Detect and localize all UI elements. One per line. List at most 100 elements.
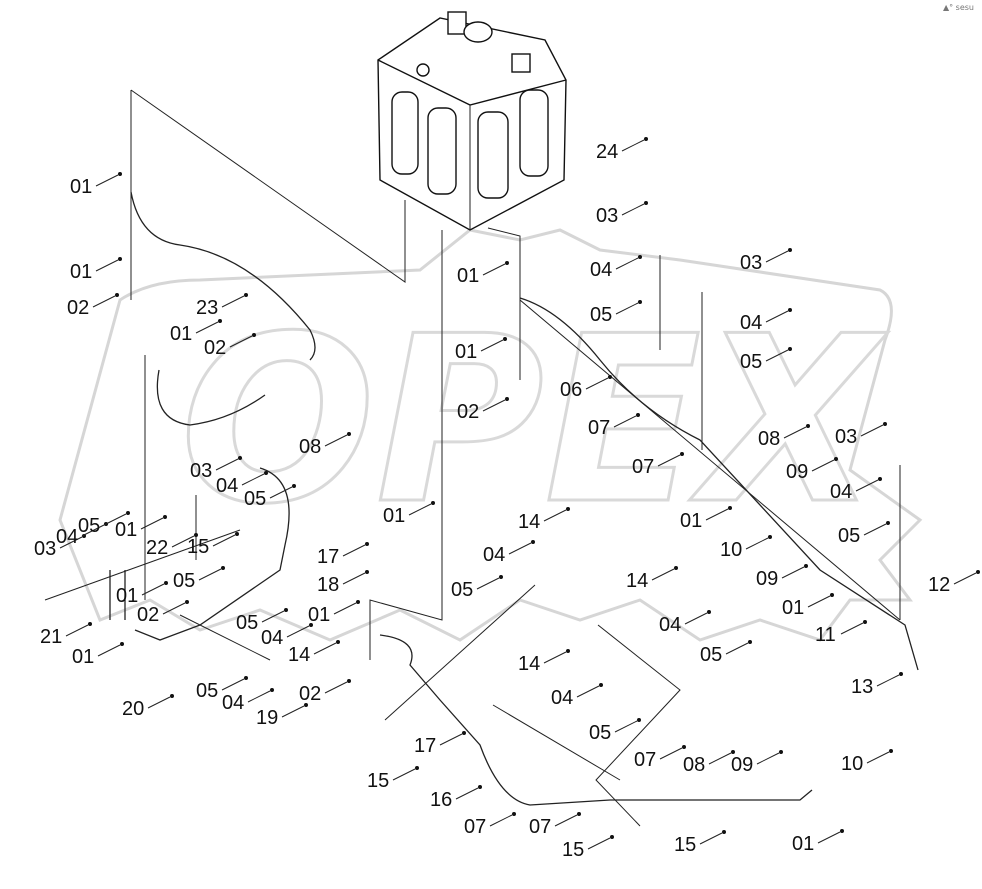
callout-label-11: 11: [815, 624, 836, 646]
callout-dot: [707, 610, 711, 614]
corner-mark: ▲° sesu: [942, 3, 974, 12]
callout-leader: [705, 508, 729, 521]
callout-leader: [953, 572, 977, 585]
hydraulic-tank: [377, 11, 567, 231]
callout-leader: [699, 832, 723, 845]
callout-leader: [241, 473, 265, 486]
callout-label-05: 05: [590, 304, 612, 326]
callout-label-06: 06: [560, 379, 582, 401]
callout-dot: [431, 501, 435, 505]
watermark-gear-outline: [58, 228, 923, 642]
callout-dot: [365, 542, 369, 546]
callout-label-15: 15: [562, 839, 584, 861]
callout-dot: [478, 785, 482, 789]
callout-leader: [81, 524, 105, 537]
callout-dot: [889, 749, 893, 753]
callout-dot: [170, 694, 174, 698]
callout-leader: [554, 814, 578, 827]
callout-label-04: 04: [222, 692, 244, 714]
callout-leader: [59, 536, 83, 549]
callout-dot: [840, 829, 844, 833]
callout-dot: [118, 172, 122, 176]
callout-leader: [876, 674, 900, 687]
callout-label-01: 01: [383, 505, 405, 527]
callout-dot: [309, 623, 313, 627]
callout-dot: [462, 731, 466, 735]
callout-label-22: 22: [146, 537, 168, 559]
callout-leader: [817, 831, 841, 844]
callout-label-05: 05: [700, 644, 722, 666]
callout-label-03: 03: [835, 426, 857, 448]
callout-label-07: 07: [634, 749, 656, 771]
callout-label-04: 04: [740, 312, 762, 334]
callout-dot: [768, 535, 772, 539]
callout-leader: [229, 335, 253, 348]
callout-leader: [855, 479, 879, 492]
callout-leader: [621, 139, 645, 152]
callout-label-01: 01: [116, 585, 138, 607]
callout-label-20: 20: [122, 698, 144, 720]
callout-label-16: 16: [430, 789, 452, 811]
callout-leader: [866, 751, 890, 764]
callout-leader: [657, 454, 681, 467]
callout-leader: [92, 295, 116, 308]
callout-leader: [476, 577, 500, 590]
callout-label-04: 04: [551, 687, 573, 709]
callout-leader: [621, 203, 645, 216]
callout-dot: [644, 201, 648, 205]
callout-dot: [788, 347, 792, 351]
callout-dot: [505, 397, 509, 401]
callout-leader: [585, 377, 609, 390]
callout-dot: [264, 471, 268, 475]
callout-dot: [748, 640, 752, 644]
callout-leader: [195, 321, 219, 334]
callout-label-07: 07: [588, 417, 610, 439]
callout-label-24: 24: [596, 141, 618, 163]
callout-label-05: 05: [838, 525, 860, 547]
callout-dot: [566, 507, 570, 511]
callout-label-18: 18: [317, 574, 339, 596]
callout-label-12: 12: [928, 574, 950, 596]
callout-dot: [566, 649, 570, 653]
callout-dot: [638, 255, 642, 259]
callout-label-13: 13: [851, 676, 873, 698]
callout-label-14: 14: [518, 511, 540, 533]
callout-label-01: 01: [455, 341, 477, 363]
callout-dot: [347, 432, 351, 436]
callout-label-14: 14: [288, 644, 310, 666]
callout-dot: [347, 679, 351, 683]
callout-label-02: 02: [67, 297, 89, 319]
callout-leader: [725, 642, 749, 655]
callout-label-17: 17: [317, 546, 339, 568]
callout-label-01: 01: [782, 597, 804, 619]
callout-leader: [615, 257, 639, 270]
callout-dot: [235, 532, 239, 536]
callout-dot: [244, 293, 248, 297]
callout-label-03: 03: [34, 538, 56, 560]
callout-leader: [615, 302, 639, 315]
callout-leader: [313, 642, 337, 655]
callout-dot: [415, 766, 419, 770]
callout-dot: [788, 248, 792, 252]
callout-label-15: 15: [187, 536, 209, 558]
callout-leader: [221, 678, 245, 691]
callout-dot: [722, 830, 726, 834]
callout-leader: [215, 458, 239, 471]
callout-dot: [336, 640, 340, 644]
callout-label-15: 15: [674, 834, 696, 856]
callout-leader: [65, 624, 89, 637]
callout-label-07: 07: [464, 816, 486, 838]
callout-leader: [659, 747, 683, 760]
callout-label-03: 03: [740, 252, 762, 274]
callout-label-04: 04: [590, 259, 612, 281]
callout-label-15: 15: [367, 770, 389, 792]
callout-leader: [141, 583, 165, 596]
callout-dot: [284, 608, 288, 612]
callout-label-05: 05: [173, 570, 195, 592]
callout-leader: [286, 625, 310, 638]
callout-dot: [270, 688, 274, 692]
callout-leader: [614, 720, 638, 733]
callout-label-01: 01: [115, 519, 137, 541]
callout-label-01: 01: [70, 261, 92, 283]
